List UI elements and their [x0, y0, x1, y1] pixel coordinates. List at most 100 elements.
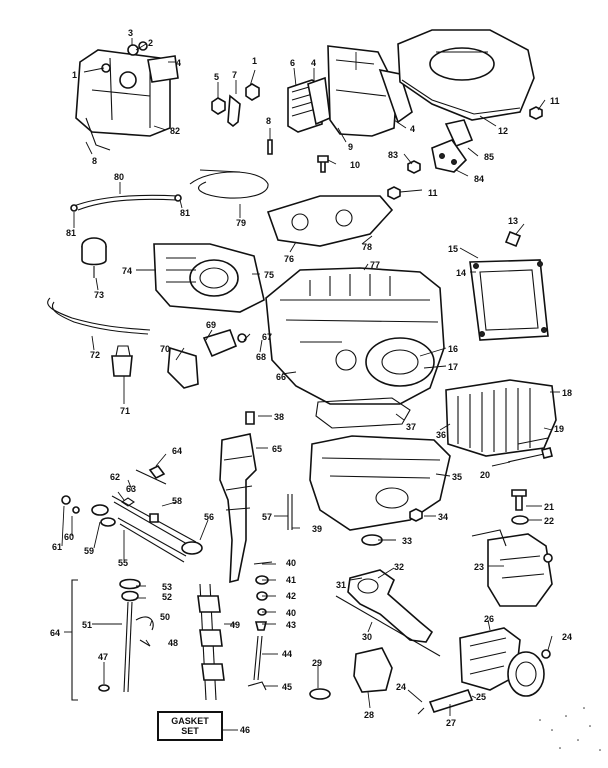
- choke-assembly: [167, 329, 247, 389]
- callout-74: 74: [122, 266, 132, 276]
- governor-assembly: [98, 578, 154, 693]
- callout-76: 76: [284, 254, 294, 264]
- callout-4-c: 4: [410, 124, 415, 134]
- cylinder-head: [445, 379, 557, 457]
- callout-11-b: 11: [550, 96, 560, 106]
- callout-53: 53: [162, 582, 172, 592]
- callout-43: 43: [286, 620, 296, 630]
- governor-linkage: [70, 194, 182, 212]
- callout-57: 57: [262, 512, 272, 522]
- callout-36: 36: [436, 430, 446, 440]
- callout-80: 80: [114, 172, 124, 182]
- callout-4: 4: [176, 58, 181, 68]
- callout-35: 35: [452, 472, 462, 482]
- callout-81-b: 81: [66, 228, 76, 238]
- callout-12: 12: [498, 126, 508, 136]
- callout-1-b: 1: [252, 56, 257, 66]
- valve-train: [61, 464, 203, 563]
- callout-6: 6: [290, 58, 295, 68]
- lower-parts: [309, 647, 393, 700]
- callout-85: 85: [484, 152, 494, 162]
- callout-9: 9: [348, 142, 353, 152]
- callout-4-b: 4: [311, 58, 316, 68]
- crankshaft: [219, 433, 257, 584]
- callout-33: 33: [402, 536, 412, 546]
- callout-84: 84: [474, 174, 484, 184]
- callout-58: 58: [172, 496, 182, 506]
- callout-60: 60: [64, 532, 74, 542]
- screws: [317, 106, 543, 248]
- callout-23: 23: [474, 562, 484, 572]
- callout-79: 79: [236, 218, 246, 228]
- breather-assembly: [287, 76, 331, 133]
- spring: [189, 169, 269, 199]
- callout-34: 34: [438, 512, 448, 522]
- callout-26: 26: [484, 614, 494, 624]
- starter-drive: [417, 689, 474, 715]
- callout-68: 68: [256, 352, 266, 362]
- valve-cover: [469, 259, 549, 341]
- callout-14: 14: [456, 268, 466, 278]
- callout-52: 52: [162, 592, 172, 602]
- brackets: [407, 119, 474, 174]
- callout-41: 41: [286, 575, 296, 585]
- callout-labels: 1 1 2 3 4 4 4 5 6 7 8 8 9 10 11 11 12 13…: [50, 28, 572, 735]
- callout-24-b: 24: [396, 682, 406, 692]
- engine-block: [265, 267, 445, 405]
- callout-21: 21: [544, 502, 554, 512]
- fuel-filter: [81, 237, 107, 278]
- crankcase-sump: [309, 435, 451, 531]
- callout-20: 20: [480, 470, 490, 480]
- callout-61: 61: [52, 542, 62, 552]
- ignition-coil: [471, 529, 553, 607]
- callout-78: 78: [362, 242, 372, 252]
- callout-77: 77: [370, 260, 380, 270]
- callout-49: 49: [230, 620, 240, 630]
- callout-27: 27: [446, 718, 456, 728]
- sump-hardware: [361, 489, 529, 546]
- fuel-line: [47, 297, 151, 335]
- callout-1: 1: [72, 70, 77, 80]
- callout-64: 64: [172, 446, 182, 456]
- callout-17: 17: [448, 362, 458, 372]
- bracket-64: [71, 579, 78, 701]
- callout-3: 3: [128, 28, 133, 38]
- blower-housing: [397, 29, 535, 121]
- callout-65: 65: [272, 444, 282, 454]
- control-bracket: [75, 41, 179, 151]
- carburetor: [153, 243, 265, 313]
- callout-40: 40: [286, 558, 296, 568]
- callout-10: 10: [350, 160, 360, 170]
- connecting-rod: [335, 569, 441, 657]
- callout-45: 45: [282, 682, 292, 692]
- callout-16: 16: [448, 344, 458, 354]
- scan-noise: [539, 707, 601, 751]
- camshaft: [197, 583, 225, 701]
- callout-56: 56: [204, 512, 214, 522]
- callout-59: 59: [84, 546, 94, 556]
- callout-19: 19: [554, 424, 564, 434]
- callout-8: 8: [266, 116, 271, 126]
- head-cover-plate: [266, 195, 394, 247]
- callout-46: 46: [240, 725, 250, 735]
- callout-5: 5: [214, 72, 219, 82]
- callout-50: 50: [160, 612, 170, 622]
- callout-8-b: 8: [92, 156, 97, 166]
- gasket-set-line1: GASKET: [171, 716, 209, 726]
- gasket-set-box: GASKET SET: [157, 711, 223, 741]
- callout-32: 32: [394, 562, 404, 572]
- callout-66: 66: [276, 372, 286, 382]
- callout-44: 44: [282, 649, 292, 659]
- callout-64-b: 64: [50, 628, 60, 638]
- callout-7: 7: [232, 70, 237, 80]
- callout-28: 28: [364, 710, 374, 720]
- callout-13: 13: [508, 216, 518, 226]
- callout-83: 83: [388, 150, 398, 160]
- callout-72: 72: [90, 350, 100, 360]
- callout-37: 37: [406, 422, 416, 432]
- callout-25: 25: [476, 692, 486, 702]
- callout-75: 75: [264, 270, 274, 280]
- callout-15: 15: [448, 244, 458, 254]
- callout-70: 70: [160, 344, 170, 354]
